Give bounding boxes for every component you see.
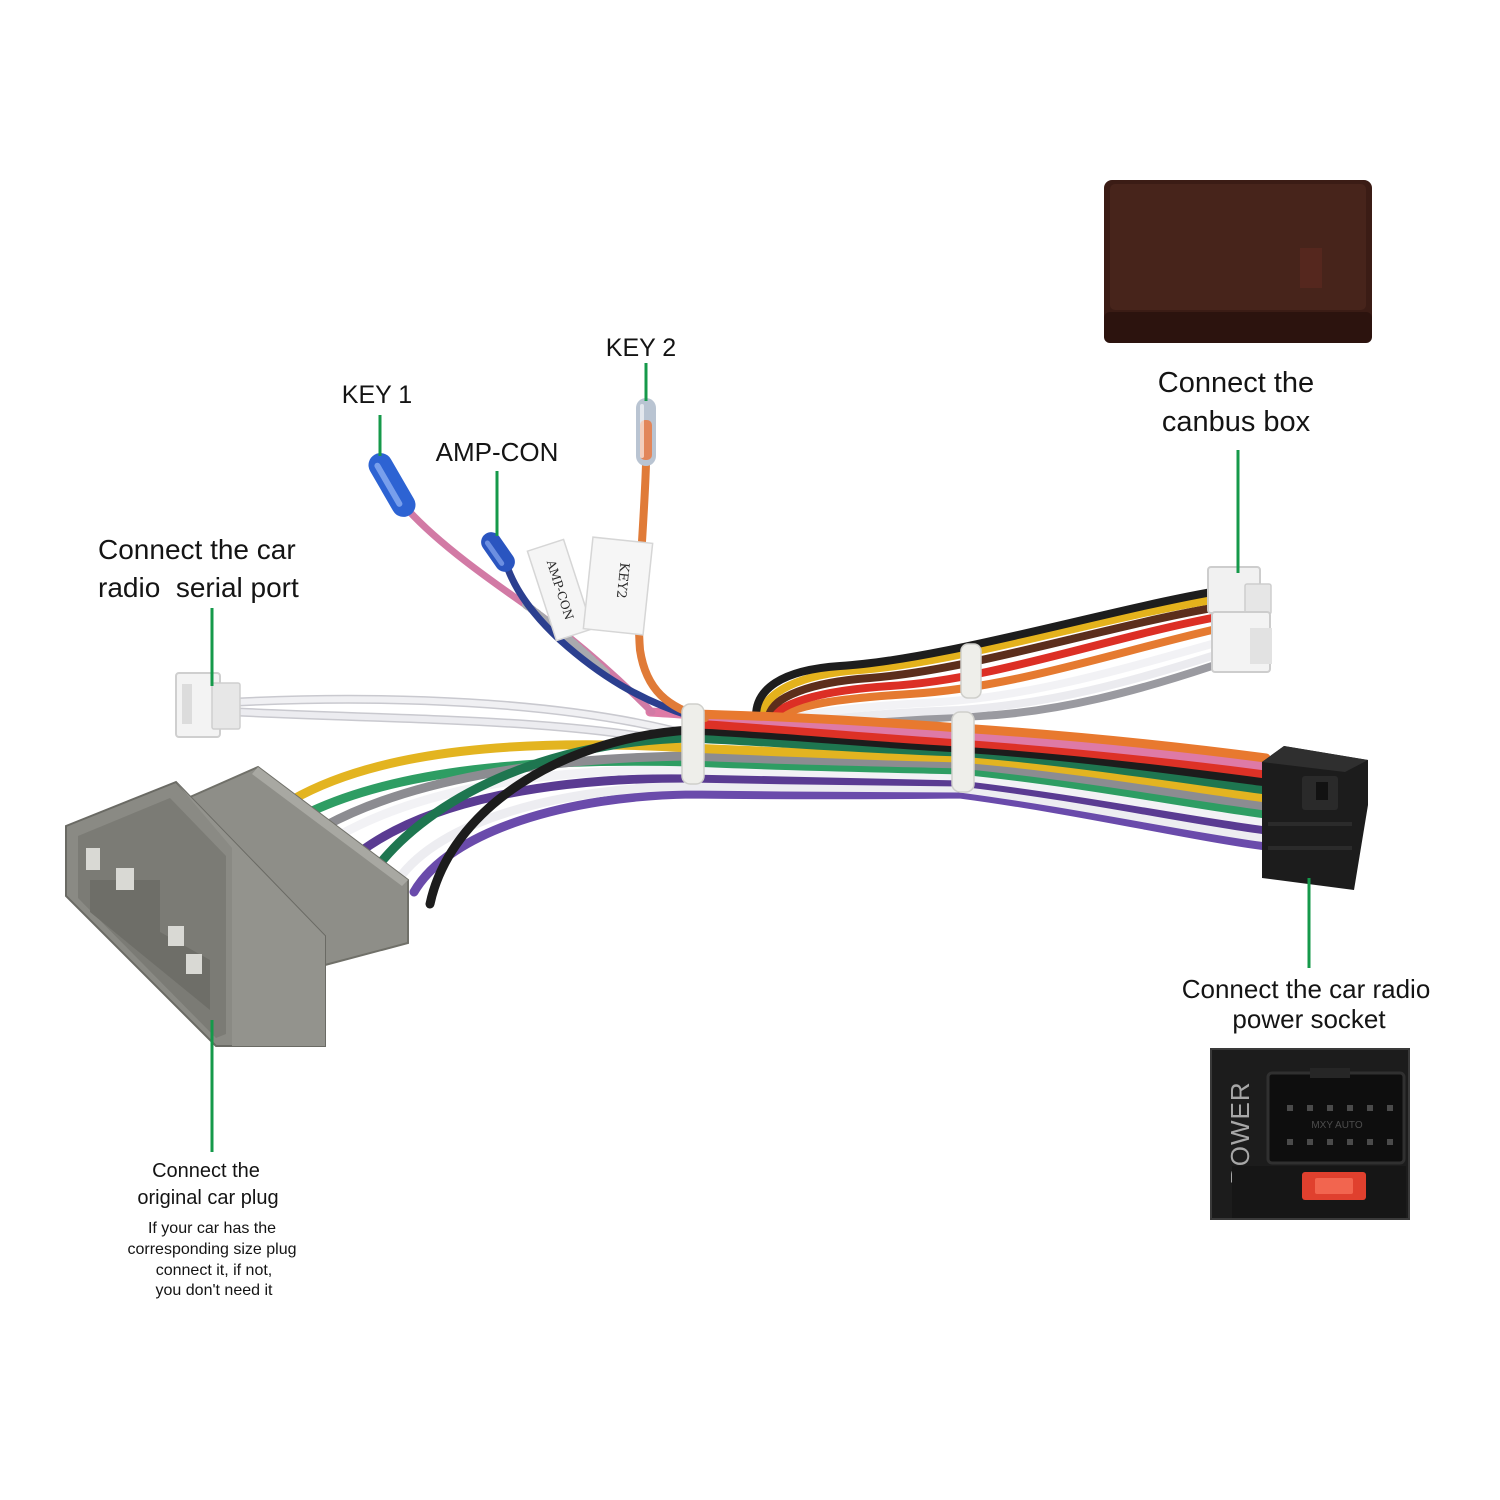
- key2-terminal-highlight: [640, 404, 644, 458]
- power-socket-inset: POWER MXY AUTO: [1210, 1048, 1410, 1220]
- power-socket-label-line2: power socket: [1232, 1004, 1386, 1034]
- cable-tie: [681, 703, 705, 785]
- key1-label: KEY 1: [342, 381, 412, 409]
- amp-con-terminal: [481, 532, 515, 572]
- key1-terminal-highlight: [374, 462, 403, 507]
- wire-dark-green: [373, 733, 1271, 871]
- amp-con-wire: [501, 556, 694, 720]
- cable-tie: [951, 711, 975, 793]
- power-socket-label-line1: Connect the car radio: [1182, 974, 1431, 1004]
- plug-front-right-face: [176, 782, 325, 1046]
- lead-wires: [368, 398, 709, 722]
- key1-terminal: [368, 453, 416, 517]
- pin-hole: [1327, 1105, 1333, 1111]
- main-wire-bundle: [287, 707, 1271, 909]
- amp-con-tag-paper: [526, 538, 594, 642]
- branch-wire-white: [772, 640, 1216, 728]
- cable-ties: [681, 643, 982, 793]
- original-plug-label-line2: original car plug: [137, 1187, 278, 1209]
- branch-wire-black: [752, 588, 1216, 720]
- wire-green: [305, 756, 1271, 819]
- serial-connector-slot: [182, 684, 192, 724]
- serial-connector-rear: [211, 682, 241, 730]
- key2-wire: [634, 460, 709, 722]
- plug-slot: [86, 848, 100, 870]
- wire-gray: [320, 751, 1271, 831]
- amp-con-wire-tag: AMP-CON: [526, 538, 594, 642]
- pin-hole: [1327, 1139, 1333, 1145]
- amp-con-terminal-highlight: [484, 540, 505, 566]
- plug-slot: [168, 926, 184, 946]
- power-connector-top: [1262, 746, 1368, 772]
- original-car-plug: [65, 765, 409, 1047]
- plug-cavity-rib: [90, 880, 210, 1010]
- original-plug-label-line1: Connect the: [152, 1160, 260, 1182]
- original-plug-note-line: corresponding size plug: [128, 1241, 297, 1258]
- canbus-box-top-face: [1110, 184, 1366, 310]
- key2-tag-paper: [582, 536, 654, 636]
- pin-hole: [1367, 1139, 1373, 1145]
- serial-wire-1: [235, 696, 693, 738]
- canbus-box-label-line1: Connect the: [1158, 367, 1314, 399]
- canbus-box: [1104, 180, 1372, 343]
- power-connector-latch-slot: [1316, 782, 1328, 800]
- pin-hole: [1307, 1139, 1313, 1145]
- key2-wire-tag: KEY2: [582, 536, 654, 636]
- serial-port-label-line2: radio serial port: [98, 572, 299, 603]
- leader-lines: [210, 363, 1311, 1152]
- inset-socket-housing: [1266, 1071, 1406, 1165]
- labels: KEY 1 AMP-CON KEY 2 Connect the car radi…: [98, 334, 1430, 1299]
- canbus-box-bottom-rim: [1104, 312, 1372, 343]
- branch-wire-brown: [760, 604, 1216, 724]
- pin-hole: [1347, 1105, 1353, 1111]
- inset-fuse-window: [1315, 1178, 1353, 1194]
- cable-tie: [960, 643, 982, 699]
- canbus-box-label-line2: canbus box: [1162, 406, 1311, 438]
- canbus-connector: [1207, 566, 1272, 673]
- inset-frame: [1210, 1048, 1410, 1220]
- plug-slot: [116, 868, 134, 890]
- key2-terminal: [636, 398, 656, 466]
- power-connector: [1262, 746, 1368, 890]
- wire-black: [425, 725, 1271, 909]
- wire-purple-2: [409, 789, 1271, 897]
- canbus-branch-wires: [752, 588, 1216, 732]
- wire-yellow: [287, 740, 1271, 805]
- pin-hole: [1387, 1139, 1393, 1145]
- canbus-connector-lower-side: [1250, 628, 1272, 664]
- power-connector-rib: [1268, 822, 1352, 826]
- original-plug-note-line: connect it, if not,: [156, 1262, 273, 1279]
- original-plug-note-line: you don't need it: [156, 1282, 273, 1299]
- pin-hole: [1287, 1139, 1293, 1145]
- key2-label: KEY 2: [606, 334, 676, 362]
- branch-wire-orange: [768, 626, 1216, 726]
- wire-purple: [355, 773, 1271, 857]
- pin-hole: [1307, 1105, 1313, 1111]
- pin-hole: [1367, 1105, 1373, 1111]
- canbus-box-marking: [1300, 248, 1322, 288]
- inset-socket-notch: [1310, 1068, 1350, 1078]
- amp-con-label: AMP-CON: [436, 437, 559, 467]
- serial-port-label-line1: Connect the car: [98, 534, 296, 565]
- branch-wire-red: [764, 614, 1216, 726]
- branch-wire-yellow: [756, 596, 1216, 722]
- pin-hole: [1347, 1139, 1353, 1145]
- wire-white-2: [393, 781, 1271, 885]
- canbus-connector-upper-side: [1244, 583, 1272, 615]
- inset-brand-print: MXY AUTO: [1311, 1120, 1363, 1131]
- pin-hole: [1287, 1105, 1293, 1111]
- serial-port-connector: [175, 672, 241, 738]
- pin-hole: [1387, 1105, 1393, 1111]
- original-plug-note-line: If your car has the: [148, 1220, 276, 1237]
- power-connector-rib: [1268, 846, 1352, 850]
- power-connector-body: [1262, 746, 1368, 890]
- key2-tag-text: KEY2: [613, 562, 632, 599]
- plug-slot: [186, 954, 202, 974]
- plug-rear-edge-highlight: [252, 767, 408, 886]
